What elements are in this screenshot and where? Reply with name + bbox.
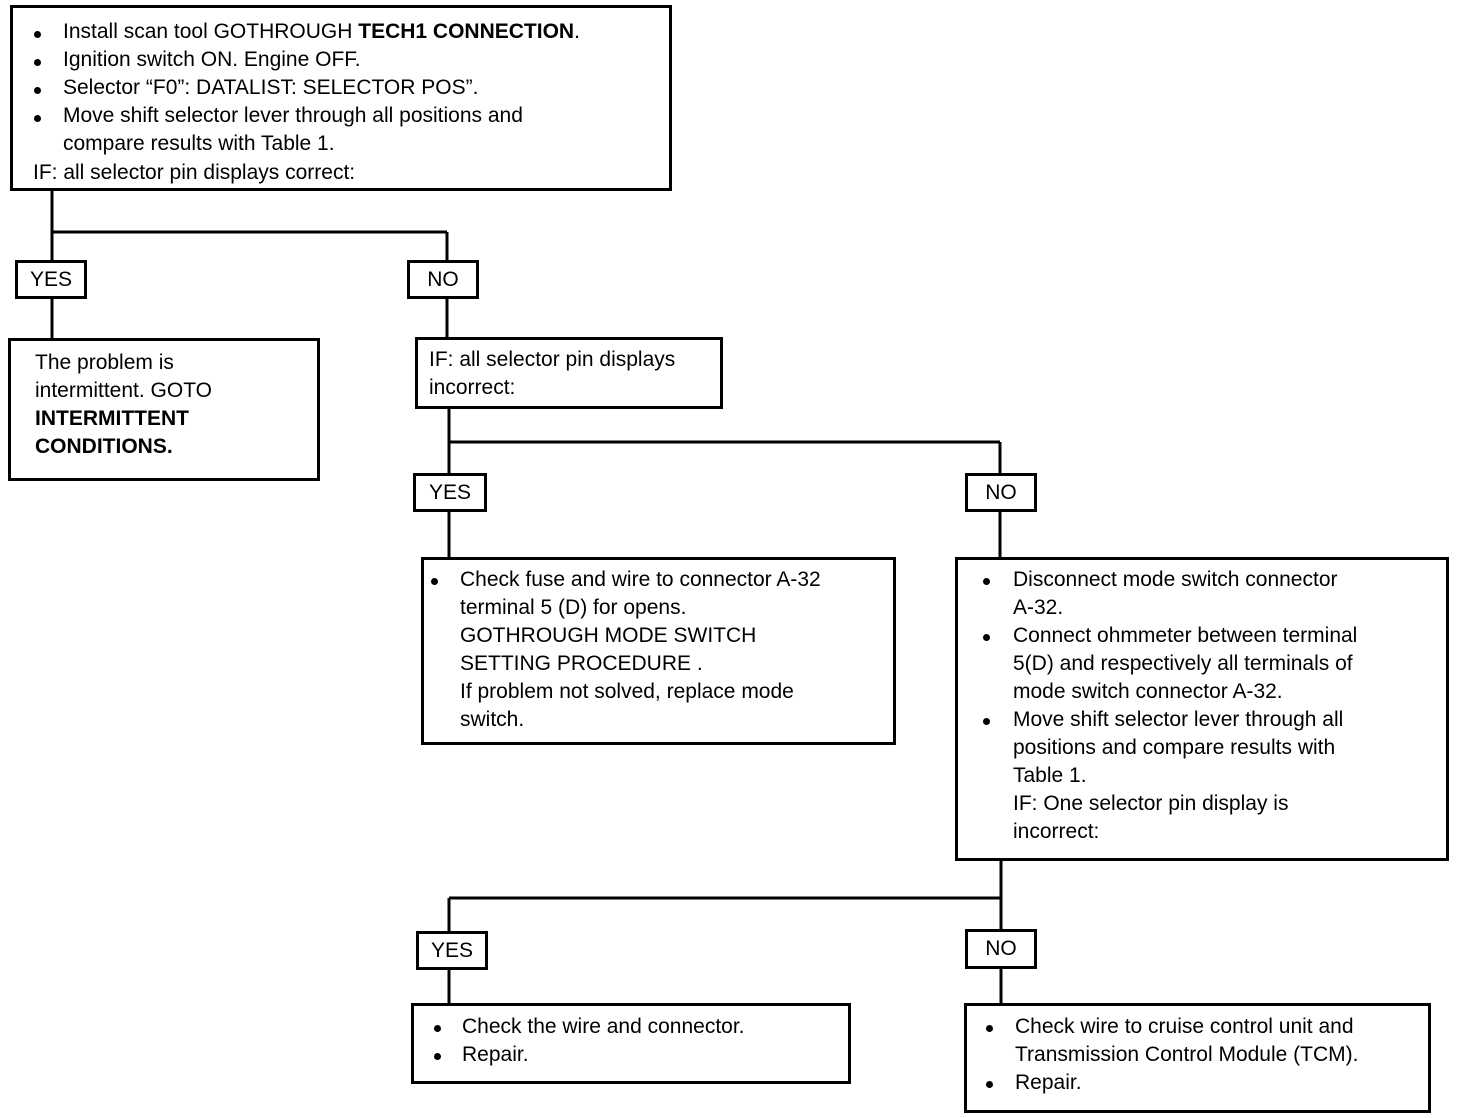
step-line: Table 1. [1013,764,1087,787]
step-line: Ignition switch ON. Engine OFF. [63,48,361,71]
no-label: NO [407,260,479,299]
conditions-link: CONDITIONS. [35,435,173,458]
step-line: Check the wire and connector. [462,1015,745,1038]
bullet-icon [431,578,438,585]
condition-line: incorrect: [1013,820,1100,843]
step-line: Selector “F0”: DATALIST: SELECTOR POS”. [63,76,479,99]
step-line: Connect ohmmeter between terminal [1013,624,1358,647]
step-line: SETTING PROCEDURE . [460,652,703,675]
step-line: GOTHROUGH MODE SWITCH [460,624,757,647]
bullet-icon [986,1025,993,1032]
result-line: The problem is [35,351,174,374]
step-line: Repair. [462,1043,529,1066]
step-text: Install scan tool GOTHROUGH [63,20,359,43]
intermittent-link: INTERMITTENT [35,407,189,430]
bullet-icon [983,578,990,585]
bullet-icon [434,1053,441,1060]
step-line: 5(D) and respectively all terminals of [1013,652,1353,675]
condition-line: IF: One selector pin display is [1013,792,1289,815]
bullet-icon [434,1025,441,1032]
yes-label: YES [413,473,487,512]
step-line: compare results with Table 1. [63,132,335,155]
step-line: Check wire to cruise control unit and [1015,1015,1354,1038]
step-line: Repair. [1015,1071,1082,1094]
step-line: Move shift selector lever through all [1013,708,1344,731]
condition-text: IF: all selector pin displays correct: [33,161,356,184]
step-line: terminal 5 (D) for opens. [460,596,687,619]
disconnect-mode-switch-box: Disconnect mode switch connector A-32. C… [955,557,1449,861]
result-line: intermittent. GOTO [35,379,212,402]
step-line: Install scan tool GOTHROUGH TECH1 CONNEC… [63,18,580,46]
yes-label: YES [15,260,87,299]
bullet-icon [983,718,990,725]
bullet-icon [34,59,41,66]
check-fuse-box: Check fuse and wire to connector A-32 te… [421,557,896,745]
step-line: positions and compare results with [1013,736,1336,759]
step-line: If problem not solved, replace mode [460,680,794,703]
step-line: Disconnect mode switch connector [1013,568,1338,591]
bullet-icon [986,1081,993,1088]
no-label: NO [965,929,1037,969]
condition-line: IF: all selector pin displays [429,348,676,371]
step-line: A-32. [1013,596,1064,619]
bullet-icon [34,31,41,38]
check-cruise-control-box: Check wire to cruise control unit and Tr… [964,1003,1431,1113]
step-line: Move shift selector lever through all po… [63,104,523,127]
bullet-icon [34,87,41,94]
tech1-connection-link: TECH1 CONNECTION [358,20,575,43]
condition-line: incorrect: [429,376,516,399]
step-line: mode switch connector A-32. [1013,680,1283,703]
no-label: NO [965,473,1037,512]
check-wire-box: Check the wire and connector. Repair. [411,1003,851,1084]
step-line: switch. [460,708,525,731]
yes-label: YES [416,931,488,970]
intermittent-result-box: The problem is intermittent. GOTO INTERM… [8,338,320,481]
bullet-icon [34,115,41,122]
step-line: Transmission Control Module (TCM). [1015,1043,1359,1066]
bullet-icon [983,634,990,641]
initial-step-box: Install scan tool GOTHROUGH TECH1 CONNEC… [10,5,672,191]
step-line: Check fuse and wire to connector A-32 [460,568,821,591]
step-text: . [574,20,580,43]
condition-box-2: IF: all selector pin displays incorrect: [415,337,723,409]
